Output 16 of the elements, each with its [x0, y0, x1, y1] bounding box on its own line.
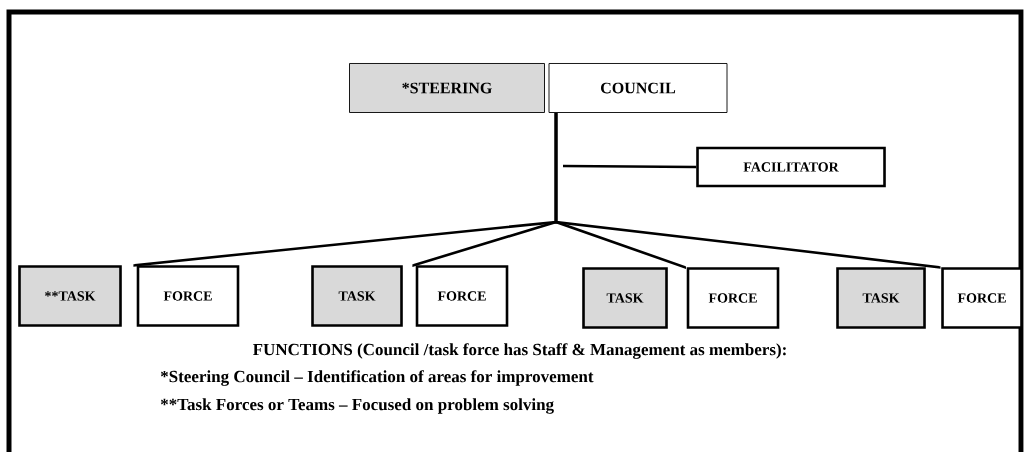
connector-line — [563, 164, 697, 169]
label-box: TASK — [836, 267, 926, 329]
note-text: FUNCTIONS (Council /task force has Staff & Management as members): — [252, 343, 786, 359]
label-box: FACILITATOR — [696, 146, 886, 188]
label-box: FORCE — [415, 265, 509, 327]
label-box: FORCE — [686, 267, 780, 329]
label-box: **TASK — [18, 265, 122, 327]
connector-line — [554, 112, 941, 269]
note-text: **Task Forces or Teams – Focused on problem solving — [160, 398, 554, 414]
label-box: FORCE — [136, 265, 240, 327]
note-text: *Steering Council – Identification of areas for improvement — [160, 370, 594, 386]
label-box: COUNCIL — [548, 63, 728, 113]
label-box: *STEERING — [349, 63, 545, 113]
label-box: FORCE — [941, 267, 1023, 329]
label-box: TASK — [582, 267, 668, 329]
label-box: TASK — [311, 265, 403, 327]
